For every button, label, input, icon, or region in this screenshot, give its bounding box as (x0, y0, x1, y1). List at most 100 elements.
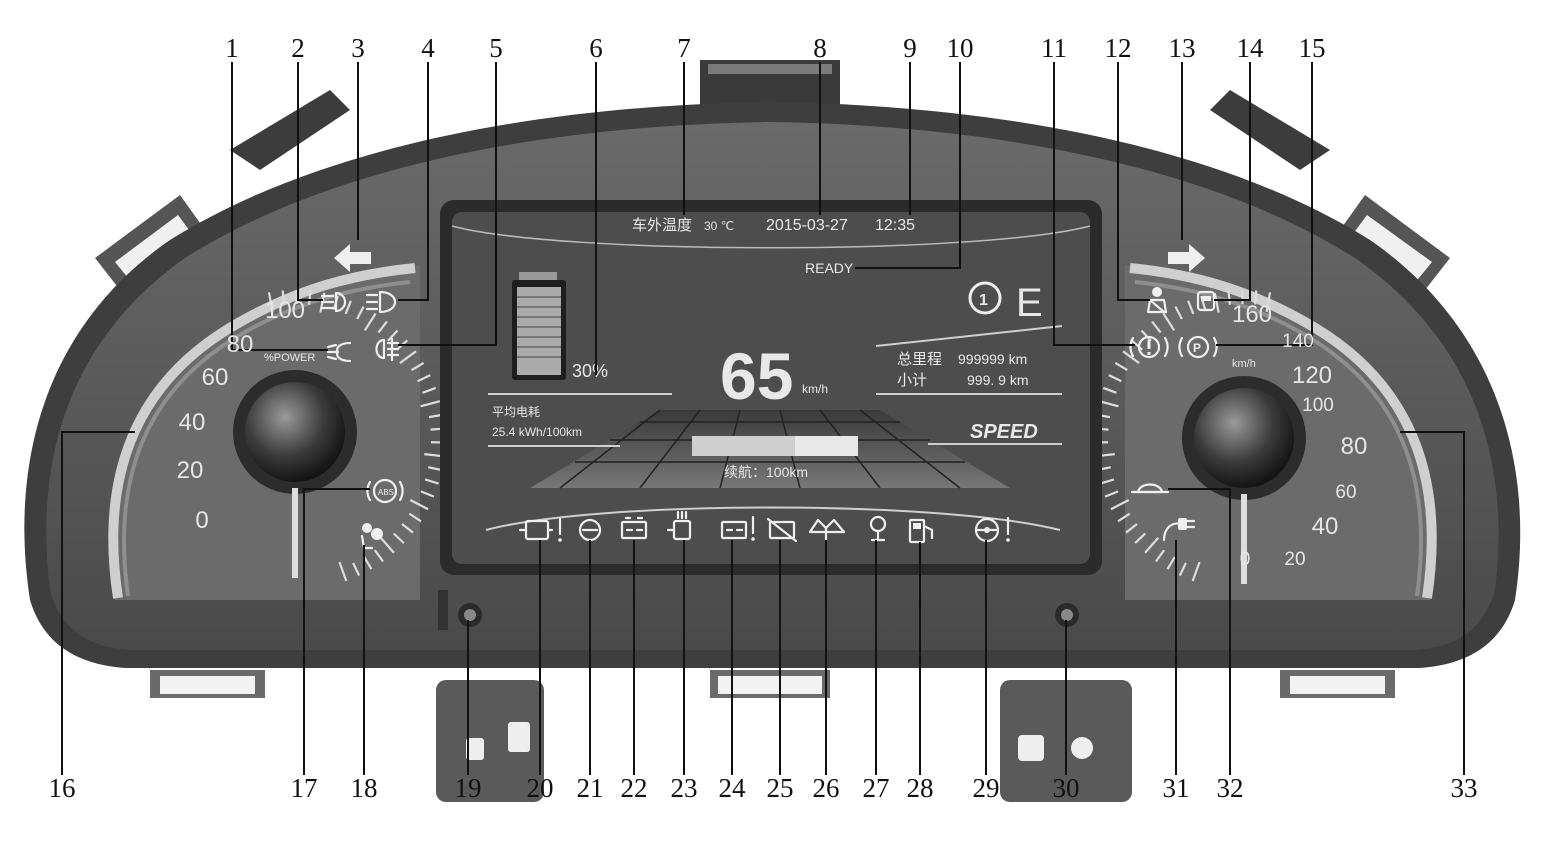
gauge-tick (1213, 292, 1220, 313)
low-beam-icon (326, 341, 352, 363)
parking-text: P (1193, 341, 1201, 355)
gauge-tick (1117, 512, 1131, 523)
gauge-tick (377, 320, 388, 334)
gauge-tick (363, 556, 373, 570)
gauge-tick (409, 499, 429, 511)
gauge-tick (1125, 523, 1138, 534)
callout-5: 5 (489, 33, 503, 63)
gauge-tick (428, 466, 443, 472)
avg-consumption-value: 25.4 kWh/100km (492, 425, 582, 439)
drive-mode-icon: 1 (968, 281, 1002, 315)
insulation-fault-icon (869, 515, 887, 542)
gauge-tick (399, 350, 417, 365)
right-gauge-tick-label: 40 (1312, 513, 1339, 540)
ready-indicator: READY (805, 260, 854, 276)
gauge-tick (1104, 490, 1119, 498)
callout-13: 13 (1169, 33, 1196, 63)
gauge-tick (387, 329, 399, 342)
callout-33: 33 (1451, 773, 1478, 803)
left-gauge-tick-label: 100 (265, 297, 305, 324)
drive-mode-number: 1 (979, 292, 988, 309)
gauge-tick (392, 532, 405, 544)
gauge-tick (424, 478, 439, 485)
gauge-tick (411, 361, 425, 372)
gauge-tick (1254, 290, 1258, 305)
lcd-screen (440, 200, 1102, 575)
callout-30: 30 (1053, 773, 1080, 803)
gauge-tick (363, 312, 377, 331)
gauge-tick (356, 306, 365, 320)
gauge-tick (1187, 300, 1195, 315)
gear-indicator: E (1016, 281, 1043, 325)
callout-25: 25 (767, 773, 794, 803)
range-display: 续航：100km (724, 464, 808, 480)
brake-system-warning-icon (1129, 335, 1169, 359)
low-battery-icon (908, 518, 934, 544)
callout-26: 26 (813, 773, 840, 803)
trip-value: 999. 9 km (967, 372, 1028, 388)
gauge-tick (420, 490, 435, 498)
gauge-tick (373, 549, 384, 563)
gauge-tick (420, 400, 441, 408)
rear-fog-light-icon (320, 291, 347, 313)
callout-18: 18 (351, 773, 378, 803)
left-gauge-unit: %POWER (264, 352, 315, 364)
gauge-tick (422, 386, 437, 394)
gauge-tick (379, 537, 395, 554)
gauge-tick (1102, 386, 1117, 394)
right-gauge-tick-label: 20 (1284, 549, 1305, 570)
callout-27: 27 (863, 773, 890, 803)
gauge-tick (1162, 312, 1176, 331)
system-fault-car-icon (808, 518, 846, 542)
right-gauge-tick-label: 0 (1240, 549, 1251, 570)
right-gauge-unit: km/h (1232, 358, 1256, 370)
gauge-tick (1227, 290, 1232, 305)
gauge-tick (1098, 400, 1119, 408)
battery-level-graphic (512, 272, 566, 380)
speed-mode-logo: SPEED (970, 421, 1038, 443)
gauge-tick (1166, 556, 1176, 570)
callout-12: 12 (1105, 33, 1132, 63)
bottom-leader-lines (61, 431, 1465, 775)
callout-28: 28 (907, 773, 934, 803)
gauge-tick (1108, 374, 1122, 383)
callout-3: 3 (351, 33, 365, 63)
gauge-tick (1140, 329, 1152, 342)
mounting-brackets (95, 60, 1450, 802)
callout-7: 7 (677, 33, 691, 63)
battery-disconnect-icon (766, 517, 798, 543)
gauge-tick (1151, 320, 1162, 334)
right-turn-signal-icon (1168, 244, 1205, 272)
lcd-clock: 12:35 (875, 217, 915, 234)
callout-19: 19 (455, 773, 482, 803)
front-fog-light-icon (375, 337, 400, 362)
callout-21: 21 (577, 773, 604, 803)
gauge-tick (1122, 350, 1140, 365)
gauge-scale-labels: 100806040200%POWER160140120100806040200k… (177, 297, 1368, 570)
gauge-tick (401, 523, 414, 534)
gauge-tick (1178, 562, 1187, 577)
gauge-tick (1114, 361, 1128, 372)
left-gauge-tick-label: 80 (227, 331, 254, 358)
left-power-gauge (108, 263, 448, 630)
gauge-tick (1134, 532, 1147, 544)
callout-22: 22 (621, 773, 648, 803)
left-gauge-tick-label: 0 (195, 507, 208, 534)
callout-14: 14 (1237, 33, 1265, 63)
odometer-label: 总里程 (897, 351, 942, 368)
gauge-tick (1265, 292, 1272, 313)
callout-4: 4 (421, 33, 435, 63)
right-gauge-tick-label: 160 (1232, 301, 1272, 328)
digital-speed: 65 (720, 339, 793, 413)
avg-consumption-label: 平均电耗 (492, 405, 540, 419)
callout-8: 8 (813, 33, 827, 63)
gauge-tick (1100, 478, 1115, 485)
battery-fault-icon (720, 515, 755, 541)
left-gauge-tick-label: 60 (202, 364, 229, 391)
left-turn-signal-icon (334, 244, 371, 272)
callout-17: 17 (291, 773, 318, 803)
charging-cable-icon (1162, 518, 1196, 542)
left-gauge-tick-label: 20 (177, 457, 204, 484)
